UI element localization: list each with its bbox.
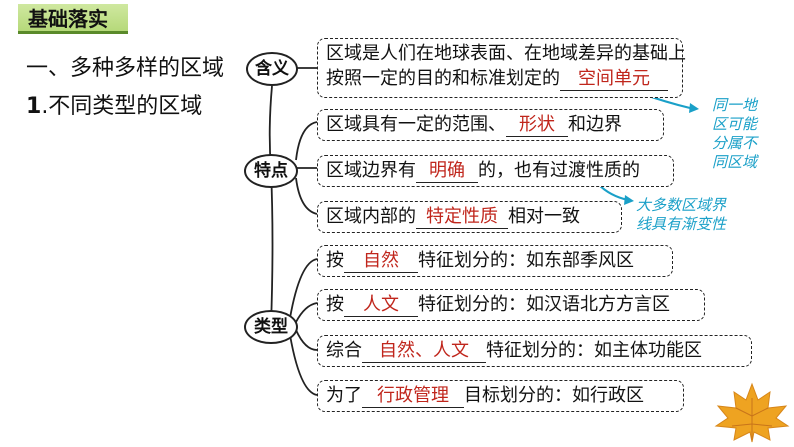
heading-2-text: .不同类型的区域 xyxy=(41,94,202,119)
feature-2-prefix: 区域边界有 xyxy=(326,160,416,181)
type-1-suffix: 特征划分的：如东部季风区 xyxy=(418,250,634,271)
feature-3-prefix: 区域内部的 xyxy=(326,206,416,227)
type-2-suffix: 特征划分的：如汉语北方方言区 xyxy=(418,294,670,315)
heading-1: 一、多种多样的区域 xyxy=(26,50,224,82)
note-1-line-2: 区可能 xyxy=(712,115,778,134)
feature-2-blank: 明确 xyxy=(416,160,478,183)
meaning-line-1: 区域是人们在地球表面、在地域差异的基础上 xyxy=(326,41,674,66)
feature-2-suffix: 的，也有过渡性质的 xyxy=(478,160,640,181)
node-features: 特点 xyxy=(244,154,298,188)
type-box-4: 为了行政管理目标划分的：如行政区 xyxy=(317,380,684,412)
node-meaning: 含义 xyxy=(246,52,298,86)
note-2: 大多数区域界 线具有渐变性 xyxy=(636,196,786,234)
note-1-line-1: 同一地 xyxy=(712,96,778,115)
heading-2-number: 1 xyxy=(26,94,41,119)
feature-box-1: 区域具有一定的范围、形状和边界 xyxy=(317,109,664,141)
feature-3-blank: 特定性质 xyxy=(416,206,508,229)
feature-box-3: 区域内部的特定性质相对一致 xyxy=(317,201,622,233)
meaning-blank: 空间单元 xyxy=(560,68,668,91)
note-1-line-4: 同区域 xyxy=(712,153,778,172)
feature-1-blank: 形状 xyxy=(506,114,568,137)
note-1: 同一地 区可能 分属不 同区域 xyxy=(712,96,778,172)
type-box-2: 按人文特征划分的：如汉语北方方言区 xyxy=(317,289,705,321)
type-4-blank: 行政管理 xyxy=(362,385,464,408)
type-2-blank: 人文 xyxy=(344,294,418,317)
type-1-prefix: 按 xyxy=(326,250,344,271)
node-types: 类型 xyxy=(244,310,298,344)
type-4-prefix: 为了 xyxy=(326,385,362,406)
type-2-prefix: 按 xyxy=(326,294,344,315)
maple-leaf-icon xyxy=(712,380,792,444)
type-4-suffix: 目标划分的：如行政区 xyxy=(464,385,644,406)
type-box-1: 按自然特征划分的：如东部季风区 xyxy=(317,245,673,277)
type-box-3: 综合自然、人文特征划分的：如主体功能区 xyxy=(317,335,752,367)
meaning-line-2-prefix: 按照一定的目的和标准划定的 xyxy=(326,68,560,89)
heading-2: 1.不同类型的区域 xyxy=(26,88,202,120)
note-2-line-2: 线具有渐变性 xyxy=(636,215,786,234)
feature-1-suffix: 和边界 xyxy=(568,114,622,135)
feature-1-prefix: 区域具有一定的范围、 xyxy=(326,114,506,135)
type-3-blank: 自然、人文 xyxy=(362,340,486,363)
meaning-line-2: 按照一定的目的和标准划定的空间单元 xyxy=(326,66,674,91)
type-3-suffix: 特征划分的：如主体功能区 xyxy=(486,340,702,361)
note-2-line-1: 大多数区域界 xyxy=(636,196,786,215)
meaning-box: 区域是人们在地球表面、在地域差异的基础上 按照一定的目的和标准划定的空间单元 xyxy=(317,38,683,98)
note-1-line-3: 分属不 xyxy=(712,134,778,153)
section-tag: 基础落实 xyxy=(18,4,128,34)
feature-box-2: 区域边界有明确的，也有过渡性质的 xyxy=(317,155,674,187)
type-3-prefix: 综合 xyxy=(326,340,362,361)
feature-3-suffix: 相对一致 xyxy=(508,206,580,227)
type-1-blank: 自然 xyxy=(344,250,418,273)
